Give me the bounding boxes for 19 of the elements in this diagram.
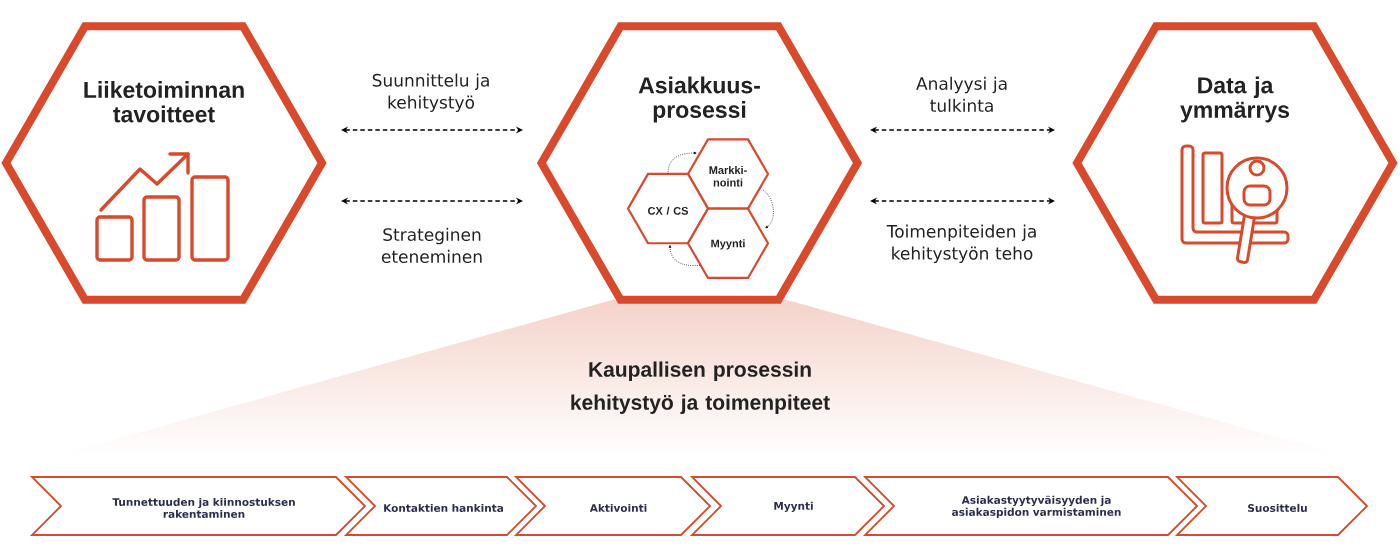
band-title: Kaupallisen prosessin kehitystyö ja toimenpiteet	[571, 361, 830, 414]
process-step: Asiakastyytyväisyyden ja asiakaspidon varmistaminen	[862, 476, 1199, 536]
curved-arrow	[668, 245, 701, 266]
curved-arrow	[667, 151, 697, 175]
edge-label: Strateginen eteneminen	[381, 227, 482, 263]
process-step: Aktivointi	[513, 476, 712, 536]
edge-label: Analyysi ja tulkinta	[916, 76, 1007, 112]
curved-arrow	[762, 189, 774, 229]
double-arrow	[341, 197, 523, 205]
process-step: Kontaktien hankinta	[343, 476, 538, 536]
process-step: Suosittelu	[1174, 476, 1369, 536]
double-arrow	[870, 197, 1055, 205]
double-arrow	[341, 126, 523, 134]
process-step: Myynti	[689, 476, 886, 536]
double-arrow	[870, 126, 1055, 134]
edge-label: Toimenpiteiden ja kehitystyön teho	[886, 224, 1036, 263]
process-step: Tunnettuuden ja kiinnostuksen rakentaminen	[29, 476, 367, 536]
hexagon: CX / CS	[626, 172, 710, 245]
edge-label: Suunnittelu ja kehitystyö	[372, 73, 489, 112]
